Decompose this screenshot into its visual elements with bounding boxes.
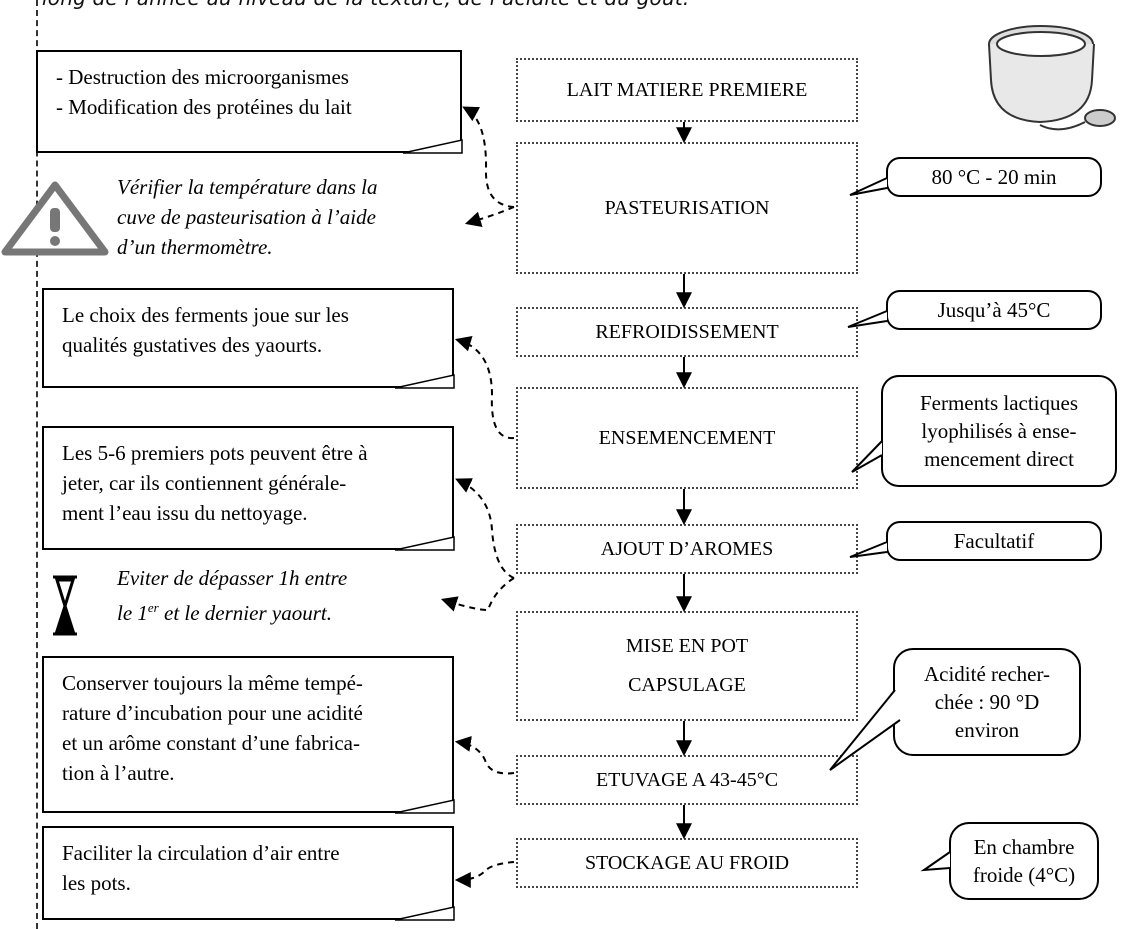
step-ajout-aromes: AJOUT D’AROMES	[516, 524, 858, 574]
step-label: LAIT MATIERE PREMIERE	[566, 78, 808, 101]
step-label: ENSEMENCEMENT	[598, 426, 776, 449]
warning-text: Vérifier la température dans la cuve de …	[117, 175, 378, 259]
step-pasteurisation: PASTEURISATION	[516, 142, 858, 274]
step-label: REFROIDISSEMENT	[595, 320, 779, 343]
step-stockage: STOCKAGE AU FROID	[516, 838, 858, 888]
yogurt-pot-icon	[988, 25, 1116, 131]
callout-ensemencement: Ferments lactiques lyophilisés à ense- m…	[881, 375, 1117, 487]
hourglass-icon	[53, 575, 77, 636]
note-temperature-incubation: Conserver toujours la même tempé- rature…	[42, 656, 454, 813]
callout-stockage: En chambre froide (4°C)	[949, 822, 1099, 900]
hourglass-text: Eviter de dépasser 1h entre le 1er et le…	[117, 563, 347, 628]
note-ferments: Le choix des ferments joue sur les quali…	[42, 288, 454, 388]
margin-line	[36, 0, 38, 929]
step-label: AJOUT D’AROMES	[600, 537, 774, 560]
callout-pasteurisation: 80 °C - 20 min	[886, 157, 1102, 197]
header-text: long de l’année au niveau de la texture,…	[42, 0, 1102, 10]
step-etuvage: ETUVAGE A 43-45°C	[516, 755, 858, 805]
step-label: STOCKAGE AU FROID	[584, 851, 790, 874]
step-label: PASTEURISATION	[604, 196, 770, 219]
step-label: MISE EN POT	[625, 635, 749, 657]
note-pasteurisation: - Destruction des microorganismes - Modi…	[36, 50, 462, 153]
warning-triangle-icon	[1, 181, 109, 256]
step-refroidissement: REFROIDISSEMENT	[516, 307, 858, 357]
callout-refroidissement: Jusqu’à 45°C	[886, 290, 1102, 330]
step-label: ETUVAGE A 43-45°C	[595, 768, 779, 791]
step-label: CAPSULAGE	[628, 674, 746, 696]
callout-etuvage: Acidité recher- chée : 90 °D environ	[893, 648, 1081, 756]
dashed-connectors	[440, 106, 515, 888]
callout-ajout-aromes: Facultatif	[886, 521, 1102, 561]
note-premiers-pots: Les 5-6 premiers pots peuvent être à jet…	[42, 426, 454, 550]
step-lait: LAIT MATIERE PREMIERE	[516, 58, 858, 122]
step-mise-en-pot: MISE EN POT CAPSULAGE	[516, 611, 858, 721]
step-ensemencement: ENSEMENCEMENT	[516, 387, 858, 489]
note-circulation-air: Faciliter la circulation d’air entre les…	[42, 826, 454, 920]
hourglass-text-line2: le 1er et le dernier yaourt.	[117, 600, 332, 625]
